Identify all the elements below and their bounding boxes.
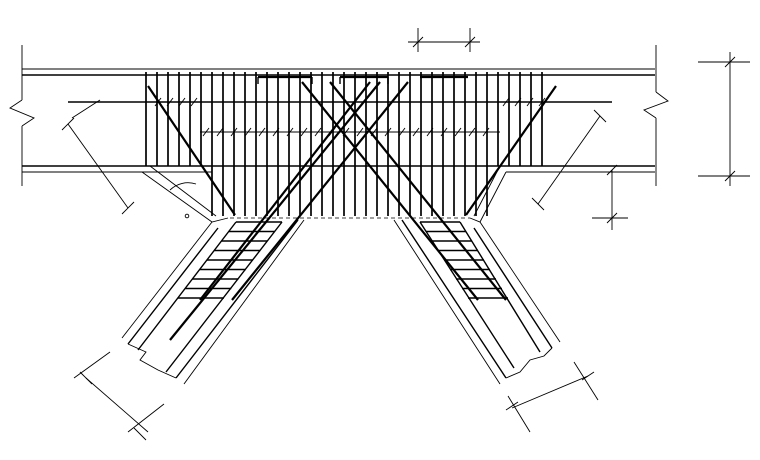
bar-mark xyxy=(258,127,266,137)
beam-outline xyxy=(9,45,669,186)
bar-mark xyxy=(502,97,510,107)
right-strut xyxy=(393,219,561,385)
bar-mark xyxy=(166,97,174,107)
bar-mark xyxy=(482,127,490,137)
bar-mark xyxy=(426,127,434,137)
bar-mark xyxy=(440,127,448,137)
bar-mark xyxy=(178,97,186,107)
bar-mark xyxy=(468,127,476,137)
bar-mark xyxy=(190,97,198,107)
bar-marks xyxy=(154,97,546,137)
vertical-stirrups xyxy=(145,72,543,216)
bar-mark xyxy=(300,127,308,137)
node-outline xyxy=(141,165,507,223)
bar-mark xyxy=(230,127,238,137)
bar-mark xyxy=(412,127,420,137)
bar-mark xyxy=(314,127,322,137)
bar-mark xyxy=(272,127,280,137)
diagonal-bars xyxy=(147,81,557,341)
bar-mark xyxy=(328,127,336,137)
bar-mark xyxy=(514,97,522,107)
bar-mark xyxy=(526,97,534,107)
bar-mark xyxy=(538,97,546,107)
bar-mark xyxy=(398,127,406,137)
bar-mark xyxy=(342,127,350,137)
bar-mark xyxy=(286,127,294,137)
bar-mark xyxy=(154,97,162,107)
bar-mark xyxy=(454,127,462,137)
left-strut xyxy=(121,219,305,385)
bar-mark xyxy=(202,127,210,137)
bar-mark xyxy=(384,127,392,137)
dimension-lines xyxy=(61,28,750,441)
bar-mark xyxy=(356,127,364,137)
bar-mark xyxy=(244,127,252,137)
bar-mark xyxy=(370,127,378,137)
bar-mark xyxy=(216,127,224,137)
